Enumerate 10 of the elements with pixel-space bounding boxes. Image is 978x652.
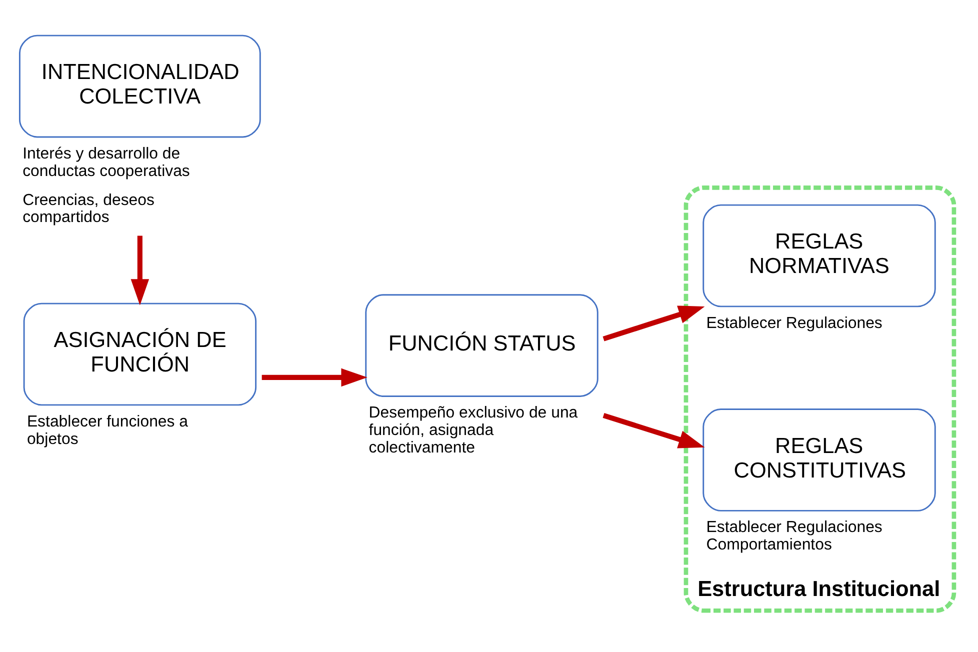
node-label: Establecer funciones a objetos — [26, 413, 188, 448]
arrow — [602, 306, 705, 342]
arrow — [262, 368, 368, 387]
node-label: Interés y desarrollo de conductas cooperativas — [22, 145, 190, 180]
node-label: Creencias, deseos compartidos — [22, 192, 154, 226]
node-label: Desempeño exclusivo de una función, asignada colectivamente — [368, 404, 578, 456]
arrow — [130, 236, 150, 306]
arrow — [602, 413, 705, 448]
node-label: Establecer Regulaciones Comportamientos — [706, 519, 882, 554]
node-label: Establecer Regulaciones — [706, 314, 882, 332]
